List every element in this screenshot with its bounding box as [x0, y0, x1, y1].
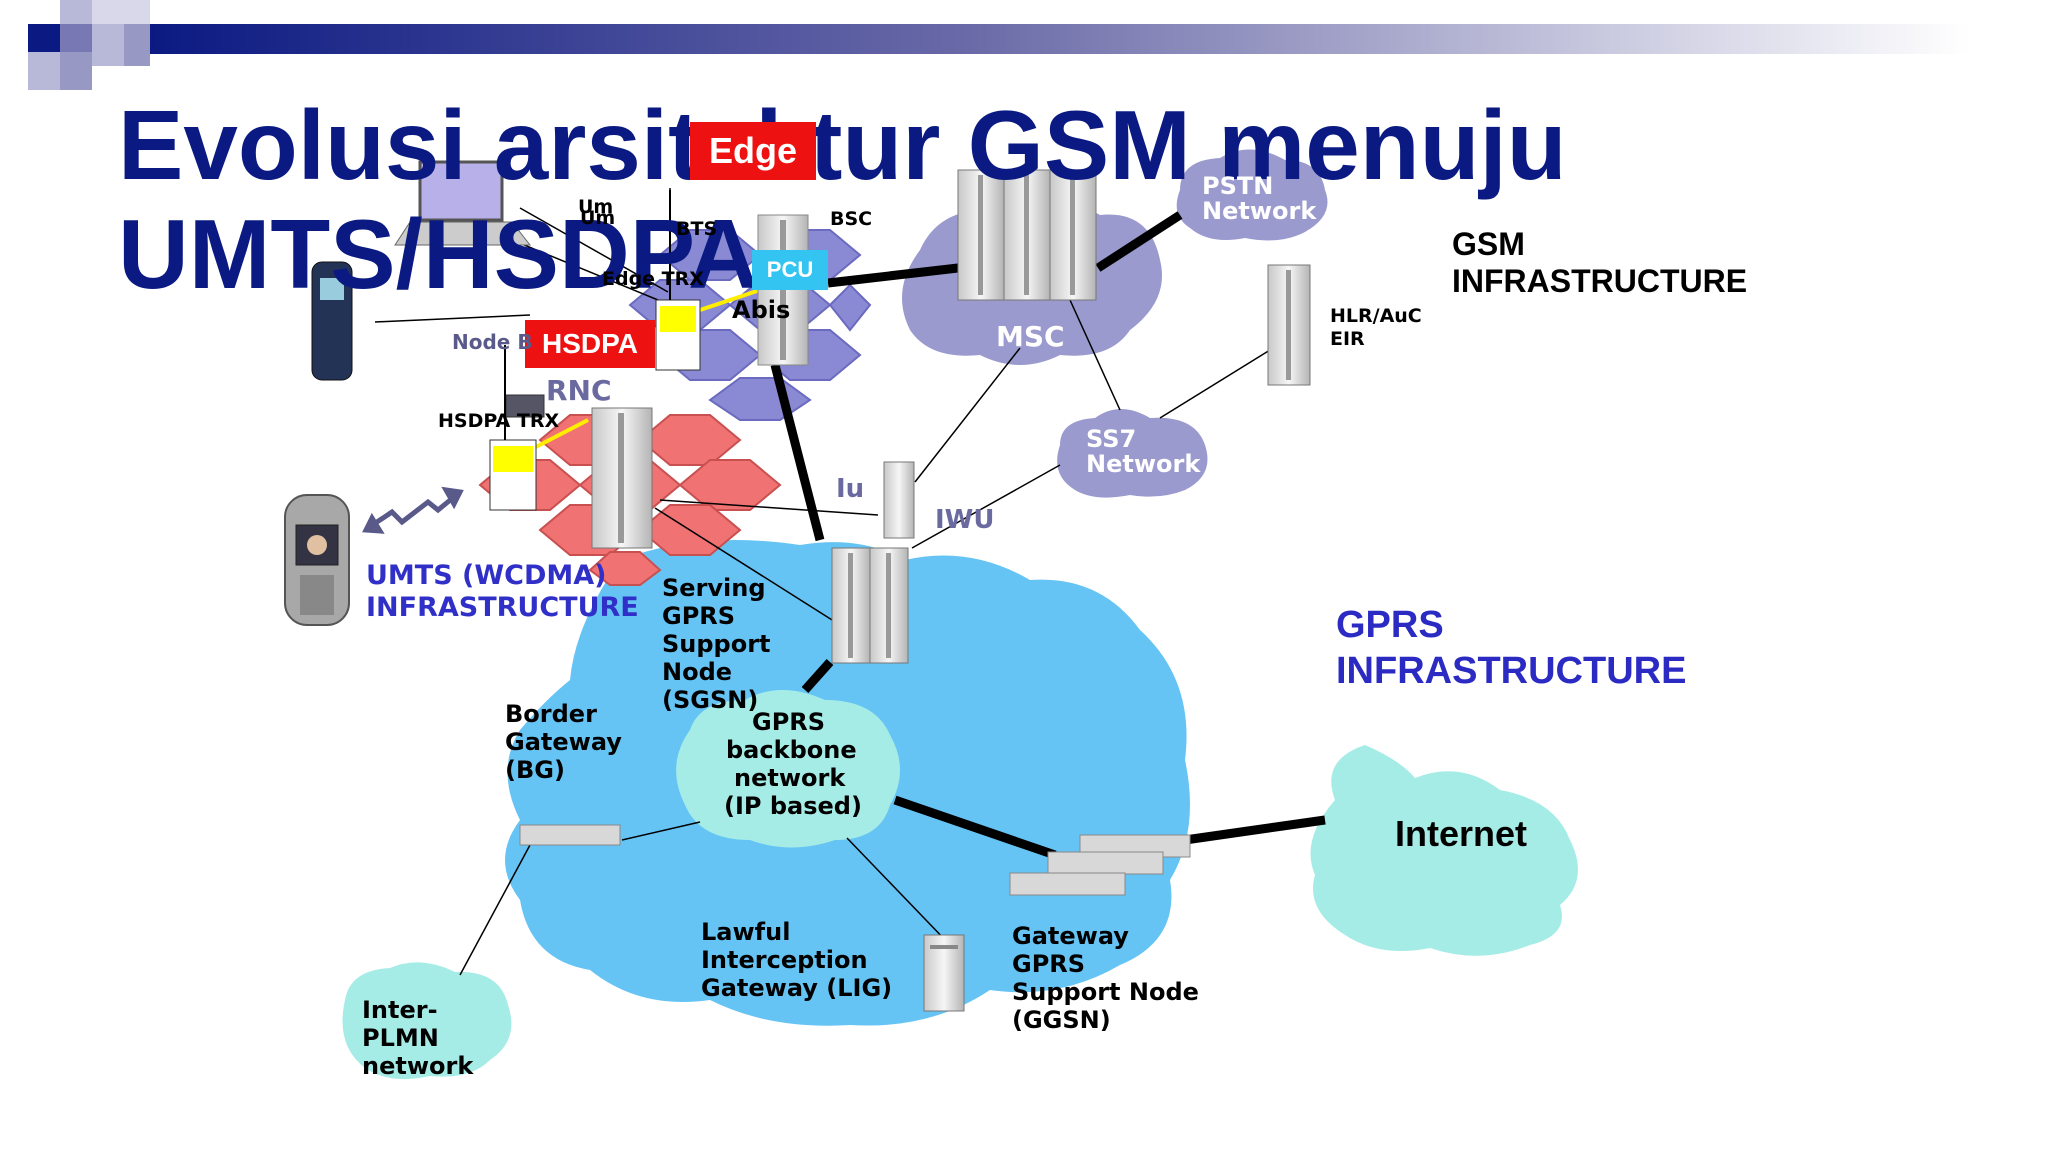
label-msc: MSC [996, 320, 1065, 353]
hlr-rack [1267, 264, 1311, 386]
label-backbone-3: network [734, 764, 846, 792]
label-lig-2: Interception [701, 946, 868, 974]
label-hsdpa-trx: HSDPA TRX [438, 410, 560, 432]
label-sgsn-3: Support [662, 630, 771, 658]
rnc-rack [591, 407, 653, 549]
gsm-heading-1: GSM [1452, 226, 1525, 262]
label-backbone-1: GPRS [752, 708, 826, 736]
label-ggsn-1: Gateway [1012, 922, 1129, 950]
label-bg-3: (BG) [505, 756, 565, 784]
label-lig-1: Lawful [701, 918, 791, 946]
lig-server [923, 934, 965, 1012]
label-eir: EIR [1330, 328, 1365, 350]
gprs-heading-1: GPRS [1336, 604, 1444, 646]
label-ggsn-3: Support Node [1012, 978, 1199, 1006]
label-pstn-1: PSTN [1202, 172, 1274, 200]
ggsn-routers [1009, 834, 1191, 896]
laptop-icon [394, 160, 532, 246]
label-backbone-2: backbone [726, 736, 857, 764]
label-sgsn-5: (SGSN) [662, 686, 759, 714]
title-line-2: UMTS/HSDPA [118, 199, 759, 309]
umts-heading-2: INFRASTRUCTURE [366, 592, 639, 623]
air-interface-links [529, 288, 761, 452]
hsdpa-tag: HSDPA [525, 320, 655, 368]
umts-heading-1: UMTS (WCDMA) [366, 560, 607, 591]
internet-cloud [1310, 745, 1578, 956]
label-rnc: RNC [546, 374, 612, 407]
gsm-phone-icon [311, 261, 353, 381]
label-ggsn-4: (GGSN) [1012, 1006, 1111, 1034]
label-hlr: HLR/AuC [1330, 305, 1422, 327]
title-line-1: Evolusi arsitektur GSM menuju [118, 90, 1567, 200]
label-lig-3: Gateway (LIG) [701, 974, 893, 1002]
interplmn-cloud [342, 962, 512, 1080]
label-sgsn-4: Node [662, 658, 733, 686]
label-node-b: Node B [452, 330, 533, 354]
label-pstn-2: Network [1202, 197, 1317, 225]
label-um-2: Um [580, 207, 616, 229]
gprs-heading-2: INFRASTRUCTURE [1336, 650, 1687, 692]
pstn-cloud [1176, 149, 1328, 241]
label-bsc: BSC [830, 208, 873, 230]
edge-tag: Edge [690, 122, 816, 180]
label-sgsn-2: GPRS [662, 602, 736, 630]
msc-racks [957, 169, 1097, 301]
header-decoration [28, 0, 1970, 90]
label-sgsn-1: Serving [662, 574, 766, 602]
label-abis: Abis [732, 296, 791, 324]
label-backbone-4: (IP based) [724, 792, 862, 820]
label-interplmn-2: PLMN [362, 1024, 439, 1052]
pcu-tag: PCU [752, 250, 828, 290]
label-bg-2: Gateway [505, 728, 622, 756]
radio-link-icon [362, 486, 464, 534]
umts-phone-icon [284, 494, 350, 626]
label-ss7-1: SS7 [1086, 425, 1137, 453]
ss7-cloud [1057, 409, 1208, 498]
bg-router [519, 824, 621, 846]
label-interplmn-3: network [362, 1052, 474, 1080]
sgsn-racks [831, 547, 909, 664]
label-um-1: Um [578, 196, 614, 218]
label-internet: Internet [1395, 813, 1528, 854]
label-interplmn-1: Inter- [362, 996, 438, 1024]
label-ggsn-2: GPRS [1012, 950, 1086, 978]
edge-trx-box [655, 299, 701, 371]
label-bts: BTS [676, 218, 718, 240]
label-ss7-2: Network [1086, 450, 1201, 478]
label-iwu: IWU [935, 505, 995, 535]
backbone-cloud [676, 690, 900, 848]
gsm-heading-2: INFRASTRUCTURE [1452, 263, 1748, 299]
bsc-rack [757, 214, 809, 366]
label-bg-1: Border [505, 700, 597, 728]
label-iu: Iu [836, 474, 865, 504]
iwu-rack [883, 461, 915, 539]
label-edge-trx: Edge TRX [602, 268, 704, 290]
antenna-lines [504, 190, 671, 440]
